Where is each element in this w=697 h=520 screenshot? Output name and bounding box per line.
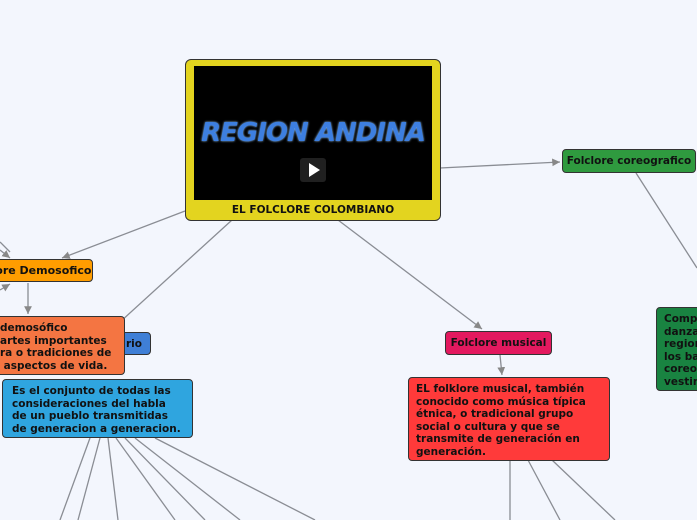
video-logo: REGION ANDINA: [201, 118, 426, 148]
central-topic-title: EL FOLCLORE COLOMBIANO: [231, 204, 395, 216]
play-icon[interactable]: [300, 158, 326, 182]
topic-folclore-demosofico[interactable]: lore Demosofico: [0, 259, 93, 282]
musical-description[interactable]: EL folklore musical, también conocido co…: [408, 377, 610, 461]
video-embed[interactable]: REGION ANDINA: [194, 66, 432, 200]
literario-description[interactable]: Es el conjunto de todas las consideracio…: [2, 379, 193, 438]
topic-folclore-musical[interactable]: Folclore musical: [445, 331, 552, 355]
demosofico-description[interactable]: demosófico artes importantes ra o tradic…: [0, 316, 125, 375]
coreografico-description[interactable]: Compr danza regior los ba coreog vestin: [656, 307, 697, 391]
central-topic[interactable]: REGION ANDINA EL FOLCLORE COLOMBIANO: [185, 59, 441, 221]
topic-folclore-coreografico[interactable]: Folclore coreografico: [562, 149, 696, 173]
